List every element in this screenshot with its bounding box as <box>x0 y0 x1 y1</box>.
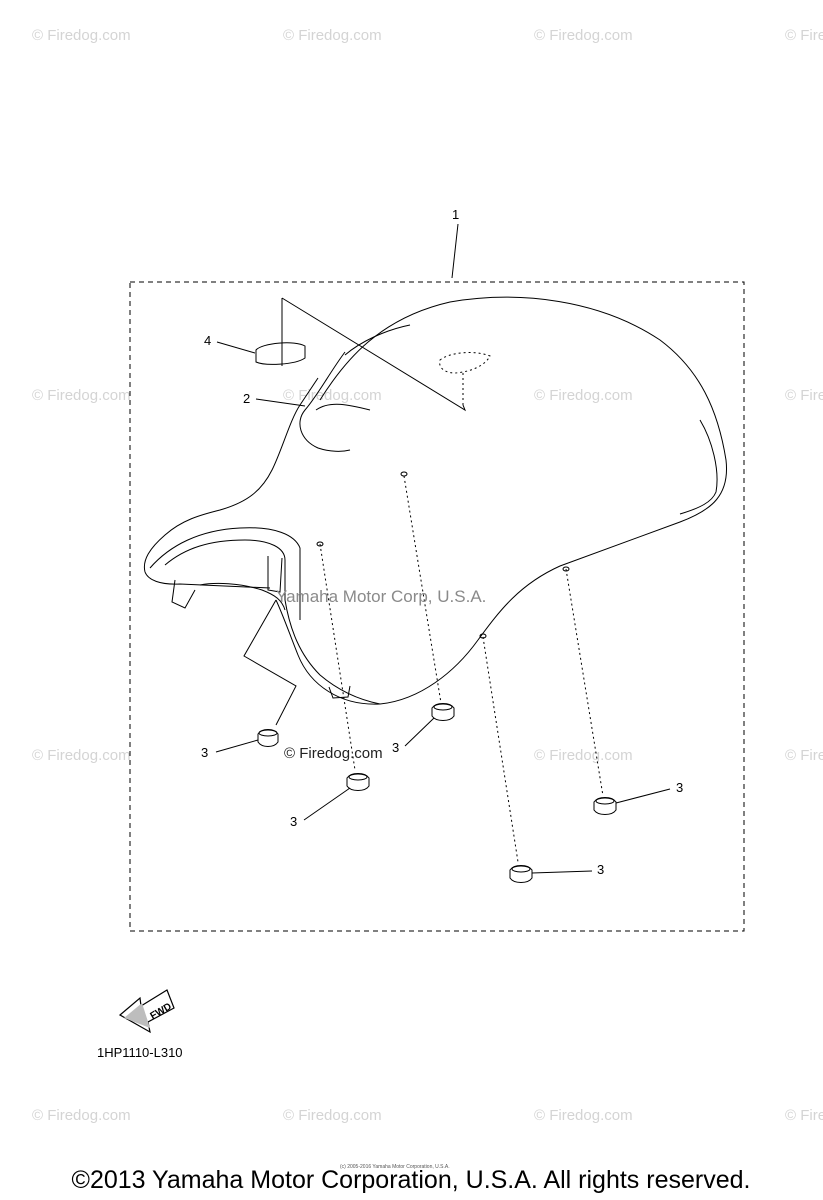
forward-arrow-icon: FWD <box>118 989 175 1034</box>
center-watermark: Yamaha Motor Corp, U.S.A. <box>276 587 486 606</box>
small-copyright: (c) 2005-2016 Yamaha Motor Corporation, … <box>340 1164 450 1170</box>
emblem-badge <box>255 342 306 365</box>
callout-1: 1 <box>452 207 459 222</box>
callout-3: 3 <box>597 862 604 877</box>
watermark: © Firedog.com <box>534 27 633 44</box>
watermark: © Firedog.com <box>785 1107 823 1124</box>
watermark: © Firedog.com <box>32 27 131 44</box>
damper <box>431 703 455 721</box>
callout-3: 3 <box>392 740 399 755</box>
callout-3: 3 <box>290 814 297 829</box>
callout-3: 3 <box>676 780 683 795</box>
inline-watermark: © Firedog.com <box>284 745 383 762</box>
watermark: © Firedog.com <box>32 387 131 404</box>
callout-3: 3 <box>201 745 208 760</box>
watermark: © Firedog.com <box>785 27 823 44</box>
damper <box>257 729 279 747</box>
footer-copyright: ©2013 Yamaha Motor Corporation, U.S.A. A… <box>72 1166 751 1194</box>
leader-line <box>451 223 459 279</box>
callout-2: 2 <box>243 391 250 406</box>
watermark: © Firedog.com <box>283 387 382 404</box>
watermark: © Firedog.com <box>534 1107 633 1124</box>
damper <box>509 865 533 883</box>
watermark-grid: © Firedog.com © Firedog.com © Firedog.co… <box>32 27 823 1124</box>
damper <box>593 797 617 815</box>
damper-parts <box>257 703 617 883</box>
watermark: © Firedog.com <box>534 747 633 764</box>
watermark: © Firedog.com <box>283 1107 382 1124</box>
assembly-frame <box>129 281 745 932</box>
damper <box>346 773 370 791</box>
watermark: © Firedog.com <box>32 747 131 764</box>
watermark: © Firedog.com <box>785 387 823 404</box>
watermark: © Firedog.com <box>534 387 633 404</box>
damper-guides <box>316 471 604 863</box>
watermark: © Firedog.com <box>32 1107 131 1124</box>
callout-4: 4 <box>204 333 211 348</box>
watermark: © Firedog.com <box>283 27 382 44</box>
seat-illustration <box>143 296 728 705</box>
watermark: © Firedog.com <box>785 747 823 764</box>
diagram-code: 1HP1110-L310 <box>97 1045 183 1060</box>
